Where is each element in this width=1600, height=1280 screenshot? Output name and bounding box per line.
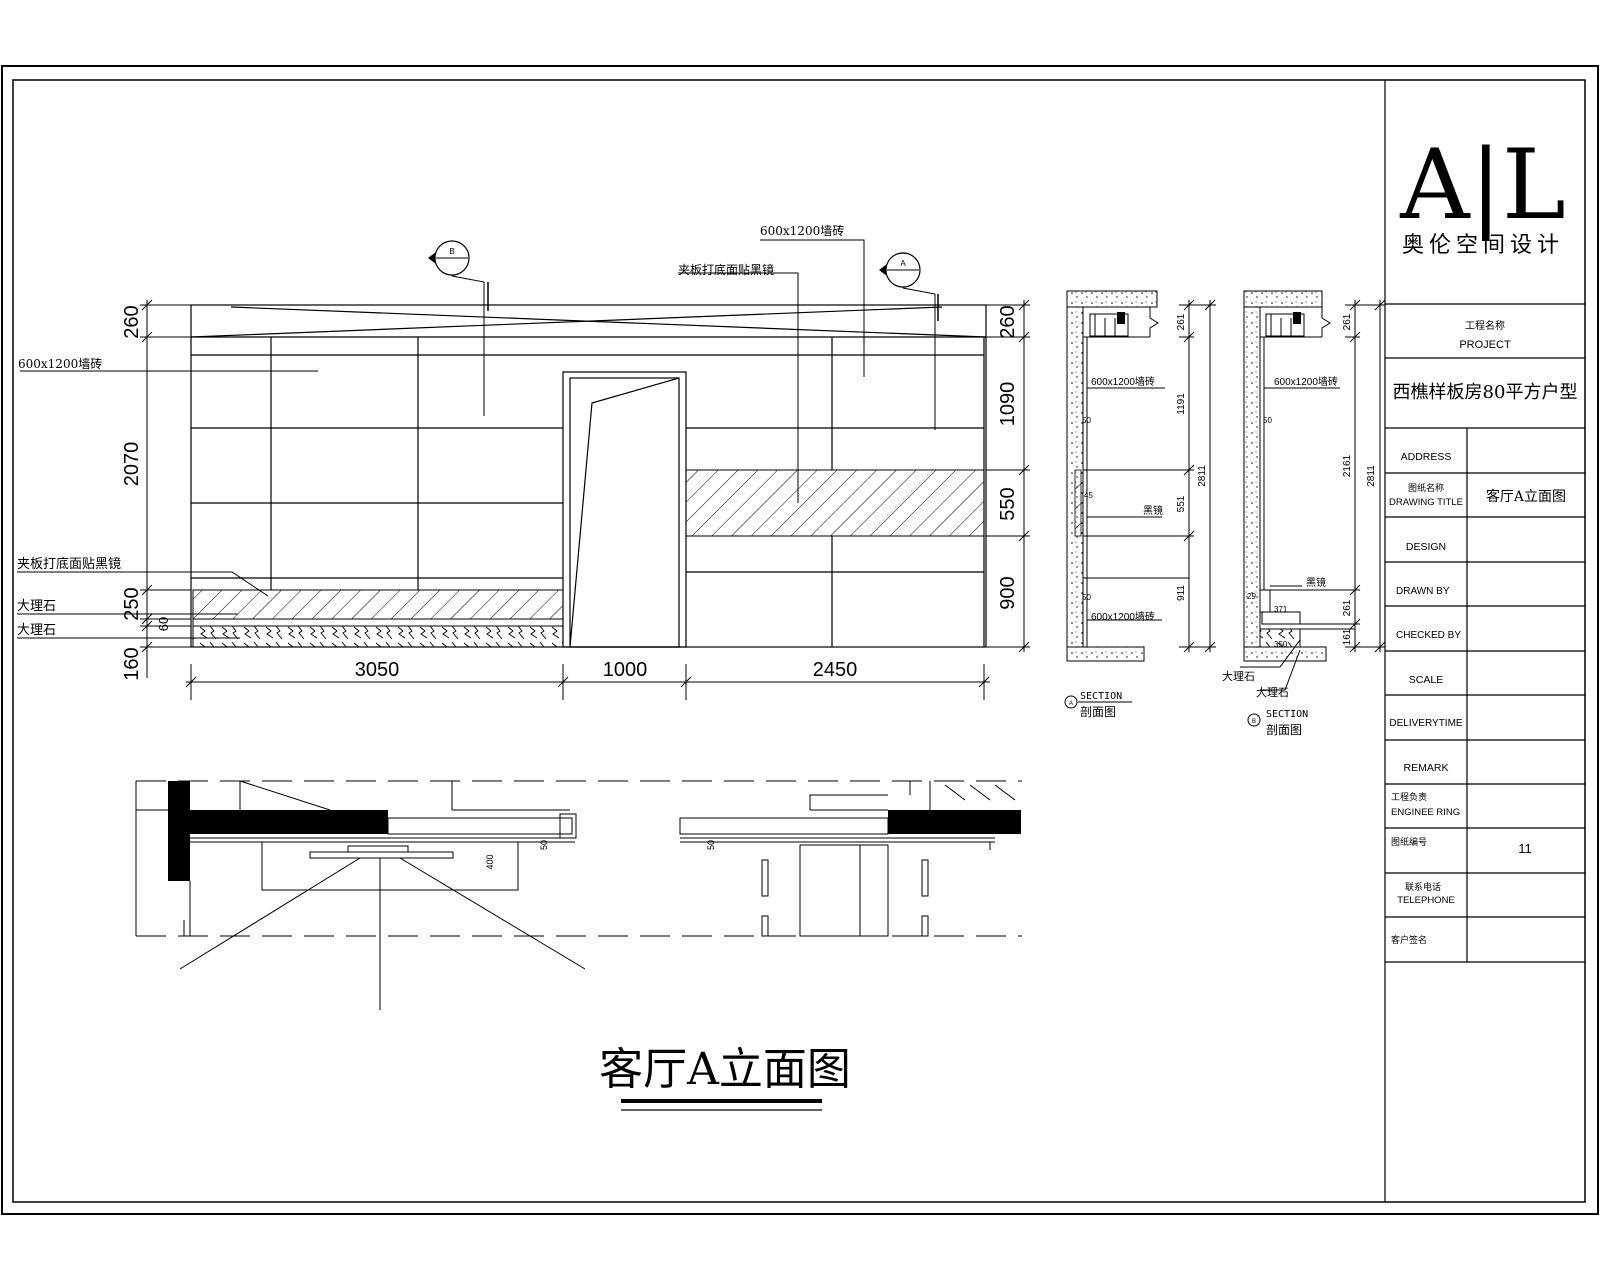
dim-right-900: 900 xyxy=(997,576,1019,609)
dim-right-1090: 1090 xyxy=(997,382,1019,427)
sec-a-inner-50: 50 xyxy=(1082,416,1091,425)
sec-b-dim-161: 161 xyxy=(1342,628,1353,645)
plan-drawing: 50 400 50 xyxy=(135,780,1022,1010)
drawing-title-text: 客厅A立面图 xyxy=(599,1044,851,1095)
sheet-border xyxy=(1,65,1599,1215)
sec-b-inner-29: 29 xyxy=(1247,592,1256,601)
sec-b-dim-261: 261 xyxy=(1342,313,1353,330)
delivery-time-label: DELIVERYTIME xyxy=(1389,718,1462,729)
sec-b-dim-2161: 2161 xyxy=(1342,454,1353,477)
sec-b-label-marble-1: 大理石 xyxy=(1222,669,1255,683)
project-name: 西樵样板房80平方户型 xyxy=(1393,382,1578,403)
sec-a-title-cn: 剖面图 xyxy=(1080,705,1116,719)
section-marker-b-label: B xyxy=(449,247,454,256)
title-block: A|L 奥伦空间设计 工程名称 PROJECT 西樵样板房80平方户型 ADDR… xyxy=(1384,80,1585,1202)
section-a-drawing: 261 1191 551 911 2811 600x1200墙砖 黑镜 600x… xyxy=(1064,290,1216,719)
callout-marble-2: 大理石 xyxy=(17,623,56,638)
engineering-label-en: ENGINEE RING xyxy=(1391,807,1460,818)
dim-left-2070: 2070 xyxy=(121,442,143,487)
engineering-label-cn: 工程负责 xyxy=(1391,791,1427,802)
scale-label: SCALE xyxy=(1409,674,1443,686)
sec-a-label-tile-1: 600x1200墙砖 xyxy=(1091,375,1155,388)
client-sign-label: 客户签名 xyxy=(1391,934,1427,945)
telephone-label-cn: 联系电话 xyxy=(1405,881,1441,892)
dim-left-260: 260 xyxy=(121,305,143,338)
drawing-title-label-en: DRAWING TITLE xyxy=(1389,497,1463,508)
callout-tile-top: 600x1200墙砖 xyxy=(760,223,844,238)
black-mirror-band xyxy=(685,469,985,537)
sec-b-dim-total: 2811 xyxy=(1366,465,1377,487)
section-marker-b: B xyxy=(428,240,489,311)
sec-b-dim-261b: 261 xyxy=(1342,599,1353,616)
sec-a-dim-1191: 1191 xyxy=(1176,393,1187,415)
sec-a-inner-45: 45 xyxy=(1084,491,1093,500)
plan-dim-400: 400 xyxy=(485,854,495,869)
svg-text:B: B xyxy=(1252,719,1256,725)
callout-mirror-top: 夹板打底面贴黑镜 xyxy=(678,262,774,277)
drawing-title: 客厅A立面图 xyxy=(599,1044,851,1111)
remark-label: REMARK xyxy=(1404,762,1449,774)
sheet-no-value: 11 xyxy=(1518,841,1532,856)
sec-b-title-cn: 剖面图 xyxy=(1266,723,1302,737)
plan-dim-50-right: 50 xyxy=(706,840,716,850)
svg-text:A: A xyxy=(1069,701,1073,707)
drawn-by-label: DRAWN BY xyxy=(1396,586,1450,597)
sec-b-label-marble-2: 大理石 xyxy=(1256,685,1289,699)
checked-by-label: CHECKED BY xyxy=(1396,630,1461,641)
dim-bottom-1000: 1000 xyxy=(603,659,648,681)
sec-a-dim-261: 261 xyxy=(1176,313,1187,330)
sec-a-dim-551: 551 xyxy=(1176,495,1187,512)
plan-dim-50-left: 50 xyxy=(539,840,549,850)
sec-a-dim-total: 2811 xyxy=(1197,465,1208,487)
dim-left-160: 160 xyxy=(121,647,143,680)
logo-mark: A|L xyxy=(1399,129,1565,241)
design-label: DESIGN xyxy=(1406,541,1446,553)
sec-b-inner-50: 50 xyxy=(1263,416,1272,425)
dim-right-260: 260 xyxy=(997,305,1019,338)
drawing-title-value: 客厅A立面图 xyxy=(1486,488,1566,505)
sec-a-label-tile-2: 600x1200墙砖 xyxy=(1091,610,1155,623)
sec-b-label-mirror: 黑镜 xyxy=(1306,576,1326,589)
sec-b-title: B SECTION 剖面图 xyxy=(1247,709,1308,737)
sec-b-inner-371: 371 xyxy=(1274,605,1288,614)
sec-a-dim-911: 911 xyxy=(1176,585,1187,601)
elevation-drawing: B A 600x1200墙砖 600x1200墙砖 夹板打底面贴黑镜 夹板打底面… xyxy=(17,223,1030,700)
dim-bottom-2450: 2450 xyxy=(813,659,858,681)
sec-b-label-tile: 600x1200墙砖 xyxy=(1274,375,1338,388)
dim-left-250: 250 xyxy=(121,587,143,620)
marble-strip xyxy=(192,618,564,627)
marble-skirting xyxy=(192,625,564,648)
callout-mirror-left: 夹板打底面贴黑镜 xyxy=(17,556,121,572)
sec-a-inner-50b: 50 xyxy=(1082,593,1091,602)
sec-a-title: A SECTION 剖面图 xyxy=(1064,691,1132,719)
sheet-no-label: 图纸编号 xyxy=(1391,836,1427,847)
section-marker-a: A xyxy=(879,252,939,321)
dim-right-550: 550 xyxy=(997,487,1019,520)
black-mirror-strip xyxy=(192,589,564,620)
firm-logo: A|L 奥伦空间设计 xyxy=(1399,129,1565,258)
project-label-cn: 工程名称 xyxy=(1465,319,1505,332)
sec-b-inner-350: 350 xyxy=(1274,640,1288,649)
project-label-en: PROJECT xyxy=(1459,339,1511,351)
address-label: ADDRESS xyxy=(1401,451,1452,463)
section-b-drawing: 261 2161 261 161 2811 600x1200墙砖 黑镜 大理石 … xyxy=(1222,290,1386,737)
callout-tile-left: 600x1200墙砖 xyxy=(18,356,102,371)
sec-b-title-en: SECTION xyxy=(1266,709,1308,720)
section-marker-a-label: A xyxy=(900,259,906,268)
dim-bottom-3050: 3050 xyxy=(355,659,400,681)
telephone-label-en: TELEPHONE xyxy=(1397,895,1455,906)
sec-a-label-mirror: 黑镜 xyxy=(1143,504,1163,517)
drawing-title-label-cn: 图纸名称 xyxy=(1408,482,1444,493)
callout-marble-1: 大理石 xyxy=(17,599,56,614)
sec-a-title-en: SECTION xyxy=(1080,691,1122,702)
firm-name: 奥伦空间设计 xyxy=(1402,233,1564,258)
dim-left-60: 60 xyxy=(156,617,171,631)
